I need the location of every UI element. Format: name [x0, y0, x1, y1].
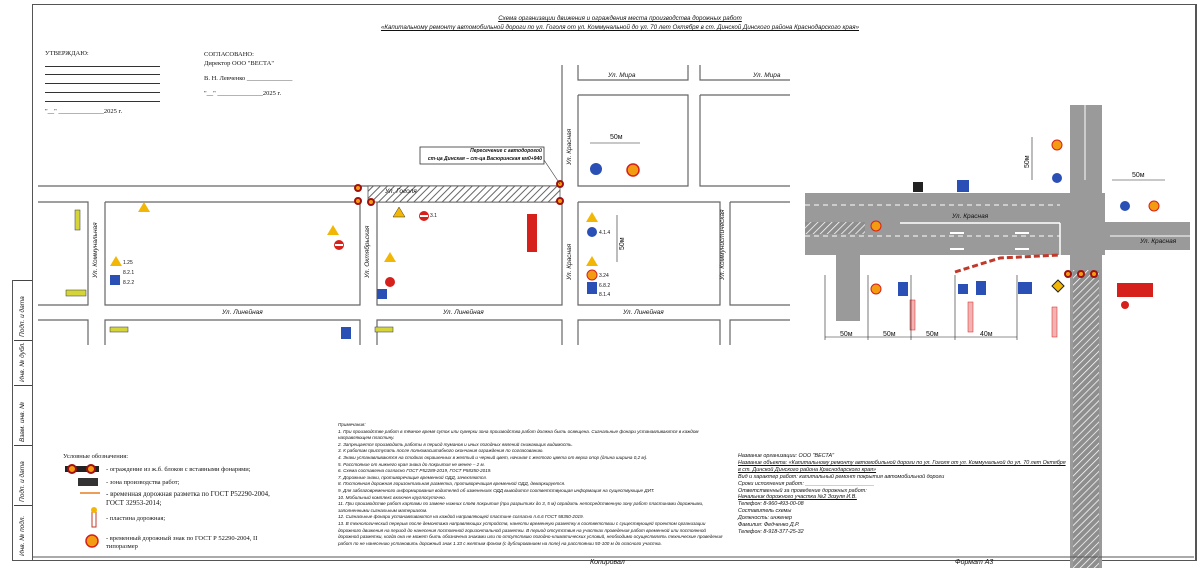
street-label-lineynaya: Ул. Линейная: [222, 309, 263, 316]
legend-item: - ограждение из ж.б. блоков с вставными …: [106, 466, 251, 473]
left-map-streets: [38, 65, 790, 345]
sign-code: 8.2.1: [123, 270, 135, 276]
sign-code: 6.8.2: [599, 283, 611, 289]
stamp-cell: Подп. и дата: [14, 280, 32, 341]
street-label-kommunalnaya: Ул. Коммунальная: [92, 222, 99, 278]
info-block: Название организации: ООО "ВЕСТА" Назван…: [738, 453, 1066, 535]
dimension-label: 50м: [926, 331, 939, 338]
copied-label: Копировал: [590, 559, 625, 566]
street-label-krasnaya-right: Ул. Красная: [952, 213, 989, 220]
page-title: Схема организации движения и ограждения …: [380, 15, 860, 31]
dimension-label: 50м: [1132, 172, 1145, 179]
legend-item: - временная дорожная разметка по ГОСТ Р5…: [106, 490, 270, 507]
dimension-label: 50м: [1024, 155, 1031, 168]
notes-block: Примечания: 1. При производстве работ в …: [338, 422, 723, 546]
agreed-block: СОГЛАСОВАНО: Директор ООО "ВЕСТА" В. Н. …: [204, 51, 293, 97]
format-label: Формат А3: [955, 559, 994, 566]
right-detail-signs: [870, 139, 1160, 338]
legend-symbols: [65, 464, 100, 548]
dimension-label: 40м: [980, 331, 993, 338]
stamp-cell: Инв. № дубл.: [14, 340, 32, 386]
dimension-label: 50м: [840, 331, 853, 338]
right-barrier-lamps: [1064, 270, 1098, 278]
legend-item: - пластина дорожная;: [106, 515, 166, 522]
street-label-lineynaya: Ул. Линейная: [443, 309, 484, 316]
street-label-oktyabrskaya: Ул. Октябрьская: [364, 225, 371, 278]
street-label-krasnaya-right: Ул. Красная: [1140, 238, 1177, 245]
barrier-lamps: [354, 180, 564, 206]
street-label-lineynaya: Ул. Линейная: [623, 309, 664, 316]
callout-text: Пересечение с автодорогой ст-ца Динская …: [427, 148, 542, 162]
stamp-cell: Подп. и дата: [14, 445, 32, 506]
sign-code: 3.1: [430, 213, 437, 219]
street-label-kommunisticheskaya: Ул. Коммунистическая: [719, 209, 726, 280]
stamp-cell: Инв. № подл.: [14, 505, 32, 560]
right-dimensions: [824, 137, 1165, 340]
sign-code: 1.25: [123, 260, 133, 266]
street-label-mira: Ул. Мира: [753, 72, 781, 79]
left-dimensions: [590, 142, 640, 262]
dimension-label: 50м: [619, 237, 626, 250]
sign-code: 3.24: [599, 273, 609, 279]
drawing-frame: [32, 4, 1197, 561]
stamp-cell: Взам. инв. №: [14, 385, 32, 446]
right-detail-roads: [805, 105, 1190, 568]
street-label-krasnaya: Ул. Красная: [566, 243, 573, 280]
street-label-krasnaya: Ул. Красная: [566, 128, 573, 165]
approve-block: УТВЕРЖДАЮ: "__" ______________2025 г.: [45, 50, 160, 115]
work-zone: [367, 185, 561, 203]
street-label-gogolya: Ул. Гоголя: [385, 188, 417, 195]
left-map-signs: [65, 163, 640, 339]
dimension-label: 50м: [610, 134, 623, 141]
legend-item: - временный дорожный знак по ГОСТ Р 5229…: [106, 535, 258, 550]
street-label-mira: Ул. Мира: [608, 72, 636, 79]
sign-code: 8.1.4: [599, 292, 611, 298]
legend-item: - зона производства работ;: [106, 479, 180, 486]
dimension-label: 50м: [883, 331, 896, 338]
legend-title: Условные обозначения:: [63, 453, 129, 460]
sign-code: 4.1.4: [599, 230, 611, 236]
sign-code: 8.2.2: [123, 280, 135, 286]
callout-box: [419, 146, 545, 165]
